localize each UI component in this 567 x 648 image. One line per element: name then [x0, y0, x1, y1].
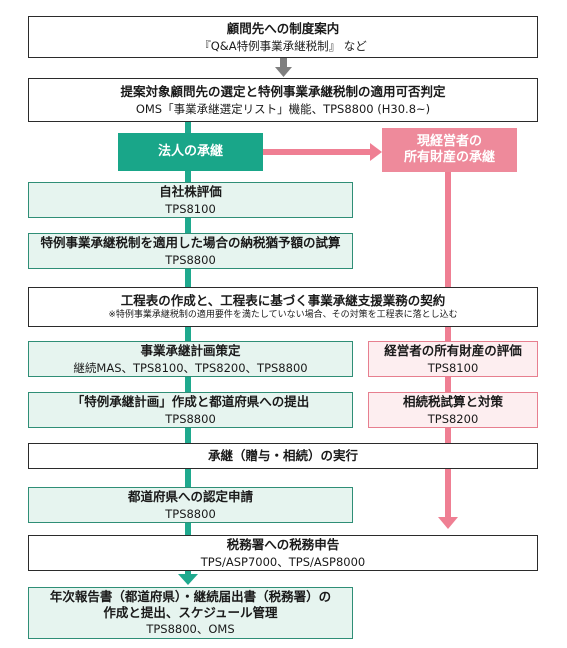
step-certification-title: 都道府県への認定申請: [127, 489, 253, 504]
header-corporate-succession: 法人の承継: [118, 133, 263, 171]
step-annual-report-title-1: 年次報告書（都道府県）・継続届出書（税務署）の: [49, 589, 332, 605]
header-owner-assets: 現経営者の 所有財産の承継: [382, 128, 517, 172]
step-owner-asset-evaluation: 経営者の所有財産の評価 TPS8100: [368, 341, 538, 377]
step-contract: 工程表の作成と、工程表に基づく事業承継支援業務の契約 ※特例事業承継税制の適用要…: [28, 287, 538, 327]
header-owner-title-2: 所有財産の承継: [403, 150, 495, 165]
step-intro-sub: 『Q&A特例事業承継税制』 など: [199, 38, 367, 53]
header-corporate-title: 法人の承継: [157, 143, 223, 159]
arrow-head-gray: [275, 67, 292, 77]
step-tax-filing-sub: TPS/ASP7000、TPS/ASP8000: [200, 554, 366, 569]
step-succession-plan: 事業承継計画策定 継続MAS、TPS8100、TPS8200、TPS8800: [28, 341, 353, 377]
step-selection-title: 提案対象顧問先の選定と特例事業承継税制の適用可否判定: [120, 84, 446, 99]
step-execution-title: 承継（贈与・相続）の実行: [207, 448, 358, 464]
step-owner-asset-evaluation-title: 経営者の所有財産の評価: [384, 343, 522, 358]
step-tax-trial-title: 特例事業承継税制を適用した場合の納税猶予額の試算: [40, 235, 341, 250]
step-tax-trial: 特例事業承継税制を適用した場合の納税猶予額の試算 TPS8800: [28, 233, 353, 269]
step-tax-filing-title: 税務署への税務申告: [226, 537, 340, 552]
pink-connector-line: [262, 149, 372, 155]
step-intro: 顧問先への制度案内 『Q&A特例事業承継税制』 など: [28, 16, 538, 58]
arrow-head-pink-right: [370, 143, 382, 161]
step-succession-plan-title: 事業承継計画策定: [140, 343, 241, 358]
step-selection-sub: OMS「事業承継選定リスト」機能、TPS8800 (H30.8~): [135, 101, 431, 116]
step-tax-trial-sub: TPS8800: [165, 252, 216, 267]
header-owner-title-1: 現経営者の: [416, 133, 482, 149]
step-special-plan-sub: TPS8800: [165, 411, 216, 426]
step-certification-sub: TPS8800: [165, 506, 216, 521]
step-inheritance-tax: 相続税試算と対策 TPS8200: [368, 392, 538, 428]
step-execution: 承継（贈与・相続）の実行: [28, 443, 538, 469]
step-owner-asset-evaluation-sub: TPS8100: [427, 360, 479, 375]
arrow-stem-gray: [280, 58, 287, 68]
step-annual-report-sub: TPS8800、OMS: [146, 622, 235, 637]
green-flow-line: [185, 100, 191, 575]
arrow-head-green: [178, 574, 198, 585]
step-annual-report: 年次報告書（都道府県）・継続届出書（税務署）の 作成と提出、スケジュール管理 T…: [28, 587, 353, 639]
step-selection: 提案対象顧問先の選定と特例事業承継税制の適用可否判定 OMS「事業承継選定リスト…: [28, 78, 538, 122]
step-intro-title: 顧問先への制度案内: [226, 21, 340, 36]
step-inheritance-tax-title: 相続税試算と対策: [402, 394, 503, 409]
step-tax-filing: 税務署への税務申告 TPS/ASP7000、TPS/ASP8000: [28, 535, 538, 571]
step-special-plan-title: 「特例承継計画」作成と都道府県への提出: [71, 394, 310, 409]
step-succession-plan-sub: 継続MAS、TPS8100、TPS8200、TPS8800: [73, 360, 308, 375]
step-stock-evaluation: 自社株評価 TPS8100: [28, 182, 353, 218]
arrow-head-pink-down: [438, 517, 458, 529]
step-contract-title: 工程表の作成と、工程表に基づく事業承継支援業務の契約: [120, 292, 446, 308]
step-contract-note: ※特例事業承継税制の適用要件を満たしていない場合、その対策を工程表に落とし込む: [108, 310, 458, 321]
step-certification: 都道府県への認定申請 TPS8800: [28, 487, 353, 523]
step-annual-report-title-2: 作成と提出、スケジュール管理: [103, 604, 278, 620]
step-stock-evaluation-title: 自社株評価: [159, 184, 222, 199]
step-special-plan: 「特例承継計画」作成と都道府県への提出 TPS8800: [28, 392, 353, 428]
step-inheritance-tax-sub: TPS8200: [427, 411, 479, 426]
step-stock-evaluation-sub: TPS8100: [165, 201, 216, 216]
